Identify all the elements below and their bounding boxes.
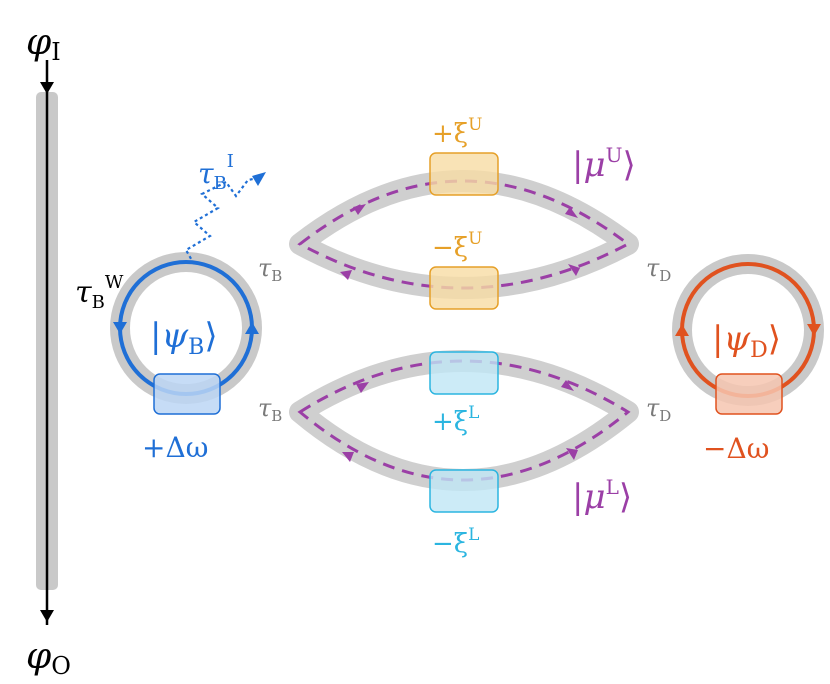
lower-ket-label: |μL⟩ — [572, 475, 632, 517]
intrinsic-loss-wave — [184, 176, 259, 265]
bright-ring-arrow-icon — [113, 322, 127, 334]
dark-ring-arrow-icon — [675, 324, 689, 336]
lower-supermode — [289, 350, 639, 513]
dark-ring-arrow-icon — [807, 324, 821, 336]
lower-mode-path — [297, 359, 631, 482]
intrinsic-loss-arrow-icon — [252, 172, 266, 186]
lower-mode-arrow-icon — [561, 380, 574, 391]
lower-bottom-shift-label: −ξL — [432, 525, 479, 559]
input-phase-label: φI — [26, 22, 61, 66]
lower-top-heater-box — [429, 351, 499, 395]
bright-heater-box — [153, 373, 221, 415]
lower-mode-arrow-icon — [356, 382, 369, 393]
upper-right-coupling-label: τD — [646, 254, 671, 285]
upper-mode-arrow-icon — [568, 264, 580, 276]
bright-waveguide-coupling-label: τBW — [75, 272, 124, 313]
upper-mode-arrow-icon — [353, 204, 366, 215]
bright-ket-label: |ψB⟩ — [150, 316, 218, 360]
lower-bottom-heater-box — [429, 469, 499, 513]
upper-top-heater-box — [429, 152, 499, 196]
lower-right-coupling-label: τD — [646, 394, 671, 425]
bright-ring — [110, 252, 262, 415]
lower-mode-arrow-icon — [342, 452, 354, 462]
upper-left-coupling-label: τB — [258, 254, 282, 285]
input-arrow-icon — [40, 82, 54, 94]
lower-top-shift-label: +ξL — [432, 403, 479, 437]
lower-mode-arrow-icon — [566, 448, 578, 460]
upper-mode-arrow-icon — [340, 270, 352, 280]
dark-ring — [672, 254, 824, 415]
bus-waveguide — [36, 60, 58, 625]
upper-top-shift-label: +ξU — [432, 115, 482, 149]
output-arrow-icon — [40, 610, 54, 622]
bright-ring-arrow-icon — [245, 322, 259, 334]
lower-left-coupling-label: τB — [258, 394, 282, 425]
dark-detuning-label: −Δω — [703, 432, 770, 465]
upper-ket-label: |μU⟩ — [572, 143, 636, 185]
upper-bottom-shift-label: −ξU — [432, 229, 482, 263]
upper-mode-path — [297, 179, 631, 290]
dark-ket-label: |ψD⟩ — [712, 319, 781, 363]
output-phase-label: φO — [26, 636, 71, 680]
upper-bottom-heater-box — [429, 266, 499, 310]
dark-heater-box — [715, 373, 783, 415]
upper-mode-arrow-icon — [565, 207, 578, 218]
bright-detuning-label: +Δω — [142, 431, 209, 464]
upper-supermode — [289, 152, 639, 310]
bright-intrinsic-loss-label: τBI — [198, 151, 234, 194]
